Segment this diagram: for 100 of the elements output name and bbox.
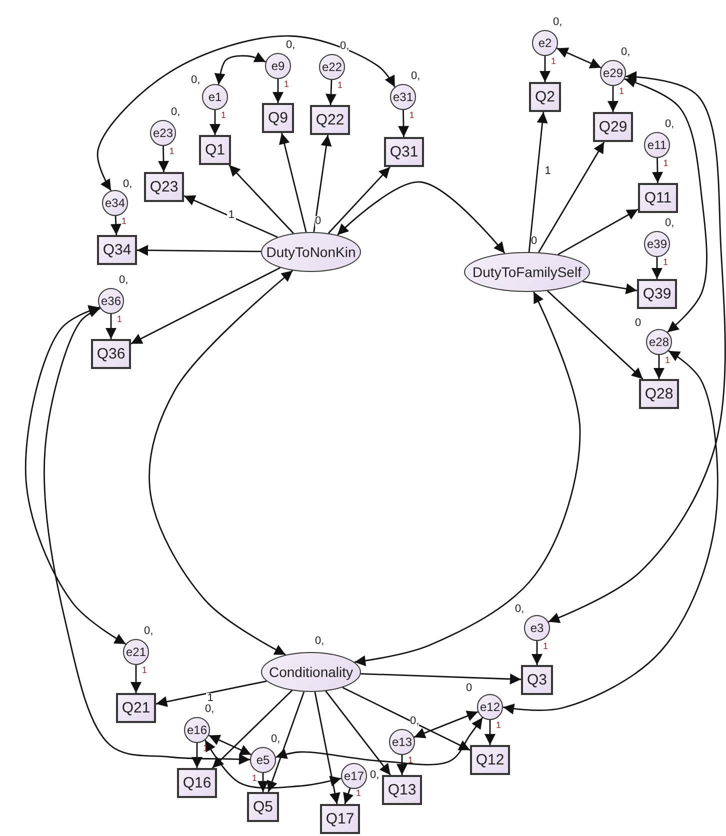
- covariance-arrow: [276, 717, 484, 766]
- item-name: Q36: [96, 346, 126, 362]
- path-arrow: [325, 690, 391, 776]
- variance-label: 0,: [340, 41, 350, 52]
- variance-label: 0,: [515, 604, 524, 615]
- item-name: Q39: [642, 286, 672, 302]
- error-term-circle: [250, 747, 276, 773]
- error-name: e5: [256, 754, 270, 766]
- path-arrow: [210, 110, 220, 135]
- fixed-weight-label: 1: [662, 258, 670, 267]
- observed-variable-box: [320, 804, 360, 834]
- variance-label: 0,: [665, 218, 674, 229]
- fixed-weight-label: 1: [141, 666, 148, 675]
- item-name: Q11: [644, 190, 672, 206]
- error-name: e2: [538, 37, 552, 49]
- variance-label: 0: [635, 318, 642, 329]
- error-name: e9: [271, 60, 285, 72]
- covariance-arrow: [336, 181, 506, 254]
- item-name: Q31: [390, 144, 418, 160]
- item-name: Q23: [150, 180, 178, 194]
- path-arrow: [130, 665, 142, 693]
- error-name: e17: [344, 770, 364, 782]
- observed-variable-box: [382, 775, 422, 805]
- item-name: Q3: [527, 672, 547, 688]
- fixed-weight-label: 1: [542, 642, 550, 651]
- covariance-arrow: [556, 48, 602, 68]
- error-term-circle: [532, 30, 558, 56]
- covariance-arrow: [502, 350, 718, 714]
- path-arrow: [540, 56, 550, 82]
- error-name: e12: [480, 701, 500, 713]
- fixed-weight-label: 1: [202, 744, 210, 753]
- path-arrow: [106, 314, 116, 339]
- path-arrow: [396, 755, 408, 775]
- observed-variable-box: [529, 82, 561, 112]
- path-arrow: [313, 134, 332, 232]
- observed-variable-box: [247, 792, 279, 822]
- observed-variable-box: [91, 339, 131, 369]
- error-term-circle: [150, 120, 176, 146]
- error-name: e16: [186, 724, 208, 736]
- error-term-circle: [341, 763, 367, 789]
- fixed-weight-label: 1: [336, 80, 344, 90]
- error-term-circle: [202, 84, 228, 110]
- item-name: Q9: [268, 110, 288, 126]
- variable-name: Conditionality: [268, 665, 354, 679]
- latent-variable-ellipse: [261, 652, 361, 692]
- observed-variable-box: [638, 183, 678, 213]
- fixed-weight-label: 1: [407, 756, 414, 765]
- item-name: Q21: [122, 700, 150, 716]
- variable-name: DutyToFamilySelf: [472, 265, 582, 279]
- path-arrow: [343, 788, 354, 804]
- variance-label: 0,: [411, 71, 420, 82]
- item-name: Q1: [205, 142, 225, 158]
- error-name: e28: [648, 336, 670, 348]
- observed-variable-box: [116, 693, 156, 723]
- observed-variable-box: [639, 379, 679, 409]
- path-arrow: [654, 355, 664, 379]
- fixed-weight-label: 1: [220, 111, 228, 120]
- error-term-circle: [524, 615, 550, 641]
- path-arrow: [582, 280, 638, 294]
- variance-label: 0,: [205, 704, 214, 715]
- covariance-arrow: [354, 292, 581, 666]
- error-term-circle: [600, 60, 626, 86]
- error-term-circle: [265, 53, 291, 79]
- edge-label: 1: [544, 166, 552, 177]
- path-arrow: [547, 290, 644, 380]
- variance-label: 0,: [144, 626, 154, 637]
- error-term-circle: [123, 639, 149, 665]
- observed-variable-box: [199, 135, 231, 165]
- observed-variable-box: [310, 105, 350, 135]
- path-arrow: [314, 692, 340, 804]
- observed-variable-box: [521, 665, 553, 695]
- path-arrow: [532, 641, 542, 665]
- item-name: Q13: [388, 782, 416, 798]
- item-name: Q29: [598, 120, 628, 134]
- variance-label: 0,: [286, 40, 296, 51]
- error-name: e36: [100, 295, 122, 307]
- variance-label: 0,: [370, 770, 380, 781]
- covariance-arrow: [44, 306, 250, 765]
- error-term-circle: [646, 329, 672, 355]
- observed-variable-box: [470, 745, 510, 775]
- path-arrow: [184, 195, 278, 238]
- error-term-circle: [644, 231, 670, 257]
- path-arrow: [652, 158, 663, 184]
- error-name: e11: [647, 139, 667, 151]
- variance-label: 0: [531, 236, 538, 247]
- path-arrow: [158, 146, 170, 172]
- fixed-weight-label: 1: [354, 789, 362, 798]
- variance-label: 0,: [123, 179, 132, 190]
- observed-variable-box: [262, 103, 294, 133]
- item-name: Q34: [102, 242, 132, 258]
- error-name: e23: [152, 127, 174, 139]
- path-arrow: [608, 86, 618, 112]
- observed-variable-box: [97, 235, 137, 265]
- variance-label: 0: [466, 683, 472, 694]
- path-arrow: [192, 743, 202, 768]
- path-arrow: [272, 79, 284, 103]
- path-arrow: [360, 673, 522, 685]
- item-name: Q2: [535, 90, 555, 104]
- fixed-weight-label: 1: [283, 80, 290, 89]
- item-name: Q28: [644, 386, 674, 402]
